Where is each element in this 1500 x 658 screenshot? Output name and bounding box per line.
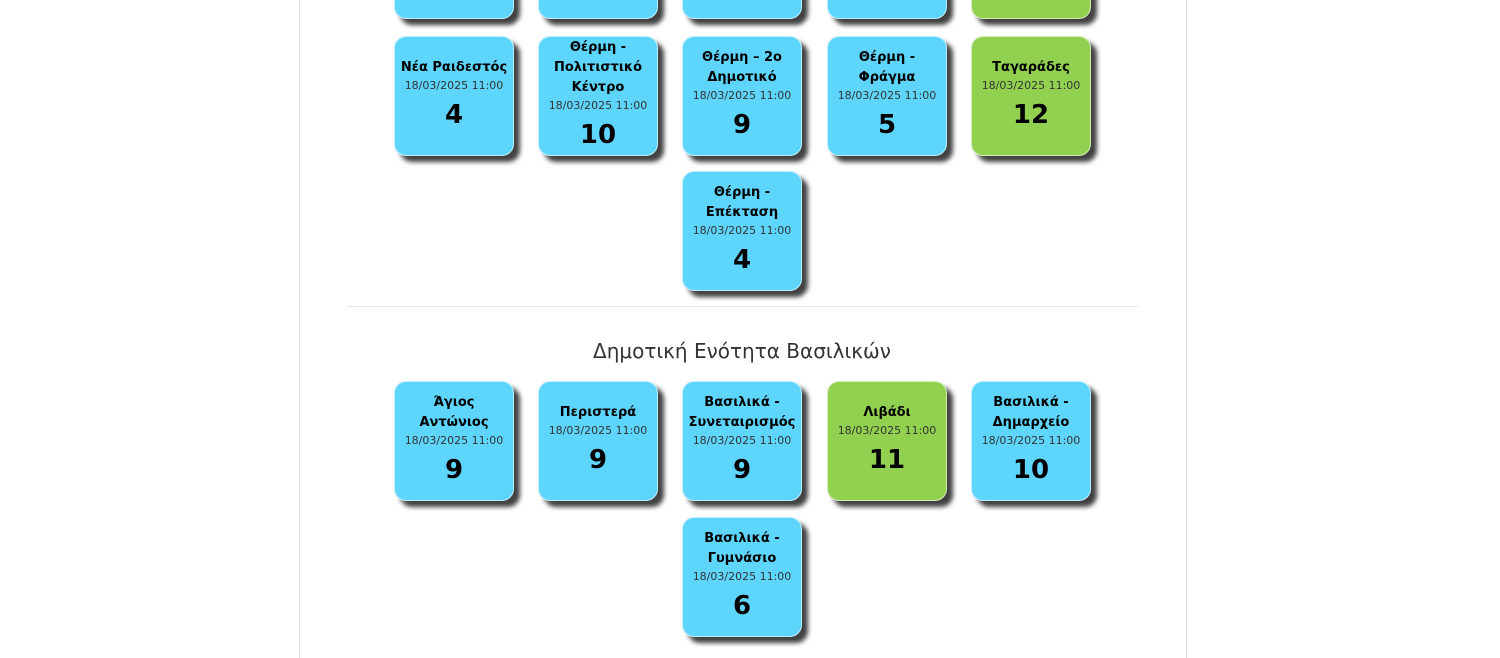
station-timestamp: 18/03/2025 11:00 [692,570,792,583]
station-tile[interactable]: Βασιλικά - Γυμνάσιο 18/03/2025 11:00 6 [682,517,802,637]
station-name: Βασιλικά - Γυμνάσιο [704,531,780,566]
station-value: 10 [1012,455,1050,485]
station-tile[interactable]: Περιστερά 18/03/2025 11:00 9 [538,381,658,501]
station-name: Θέρμη – 2ο Δημοτικό [702,50,782,85]
station-timestamp: 18/03/2025 11:00 [981,434,1081,447]
station-tile[interactable] [682,0,802,19]
station-tile[interactable] [827,0,947,19]
station-name: Λιβάδι [863,405,911,420]
station-tile[interactable]: Ταγαράδες 18/03/2025 11:00 12 [971,36,1091,156]
station-value: 12 [1012,100,1050,130]
station-tile[interactable]: Άγιος Αντώνιος 18/03/2025 11:00 9 [394,381,514,501]
station-timestamp: 18/03/2025 11:00 [692,224,792,237]
station-tile[interactable]: Θέρμη - Επέκταση 18/03/2025 11:00 4 [682,171,802,291]
station-timestamp: 18/03/2025 11:00 [981,79,1081,92]
station-value: 11 [868,445,906,475]
station-timestamp: 18/03/2025 11:00 [692,89,792,102]
station-name: Νέα Ραιδεστός [400,60,508,75]
station-name: Βασιλικά - Δημαρχείο [992,395,1070,430]
station-timestamp: 18/03/2025 11:00 [404,79,504,92]
station-tile[interactable]: Νέα Ραιδεστός 18/03/2025 11:00 4 [394,36,514,156]
station-timestamp: 18/03/2025 11:00 [548,99,648,112]
station-value: 9 [732,110,752,140]
station-tile[interactable]: Βασιλικά - Δημαρχείο 18/03/2025 11:00 10 [971,381,1091,501]
station-value: 4 [732,245,752,275]
station-timestamp: 18/03/2025 11:00 [837,89,937,102]
station-value: 4 [444,100,464,130]
station-timestamp: 18/03/2025 11:00 [837,424,937,437]
station-tile[interactable] [538,0,658,19]
station-value: 9 [588,445,608,475]
section-heading: Δημοτική Ενότητα Βασιλικών [593,339,891,363]
station-value: 9 [444,455,464,485]
station-value: 9 [732,455,752,485]
station-tile[interactable]: Θέρμη – 2ο Δημοτικό 18/03/2025 11:00 9 [682,36,802,156]
station-name: Θέρμη - Επέκταση [705,185,779,220]
station-name: Βασιλικά - Συνεταιρισμός [688,395,796,430]
station-value: 6 [732,591,752,621]
station-name: Θέρμη - Πολιτιστικό Κέντρο [553,40,643,95]
station-tile[interactable] [394,0,514,19]
station-value: 10 [579,120,617,150]
station-tile[interactable] [971,0,1091,19]
station-name: Περιστερά [559,405,637,420]
station-tile[interactable]: Λιβάδι 18/03/2025 11:00 11 [827,381,947,501]
station-timestamp: 18/03/2025 11:00 [404,434,504,447]
station-name: Ταγαράδες [992,60,1070,75]
station-timestamp: 18/03/2025 11:00 [692,434,792,447]
station-tile[interactable]: Θέρμη - Πολιτιστικό Κέντρο 18/03/2025 11:… [538,36,658,156]
section-divider [347,306,1138,307]
station-tile[interactable]: Βασιλικά - Συνεταιρισμός 18/03/2025 11:00… [682,381,802,501]
station-name: Άγιος Αντώνιος [419,395,489,430]
station-name: Θέρμη - Φράγμα [858,50,916,85]
station-value: 5 [877,110,897,140]
station-tile[interactable]: Θέρμη - Φράγμα 18/03/2025 11:00 5 [827,36,947,156]
station-timestamp: 18/03/2025 11:00 [548,424,648,437]
